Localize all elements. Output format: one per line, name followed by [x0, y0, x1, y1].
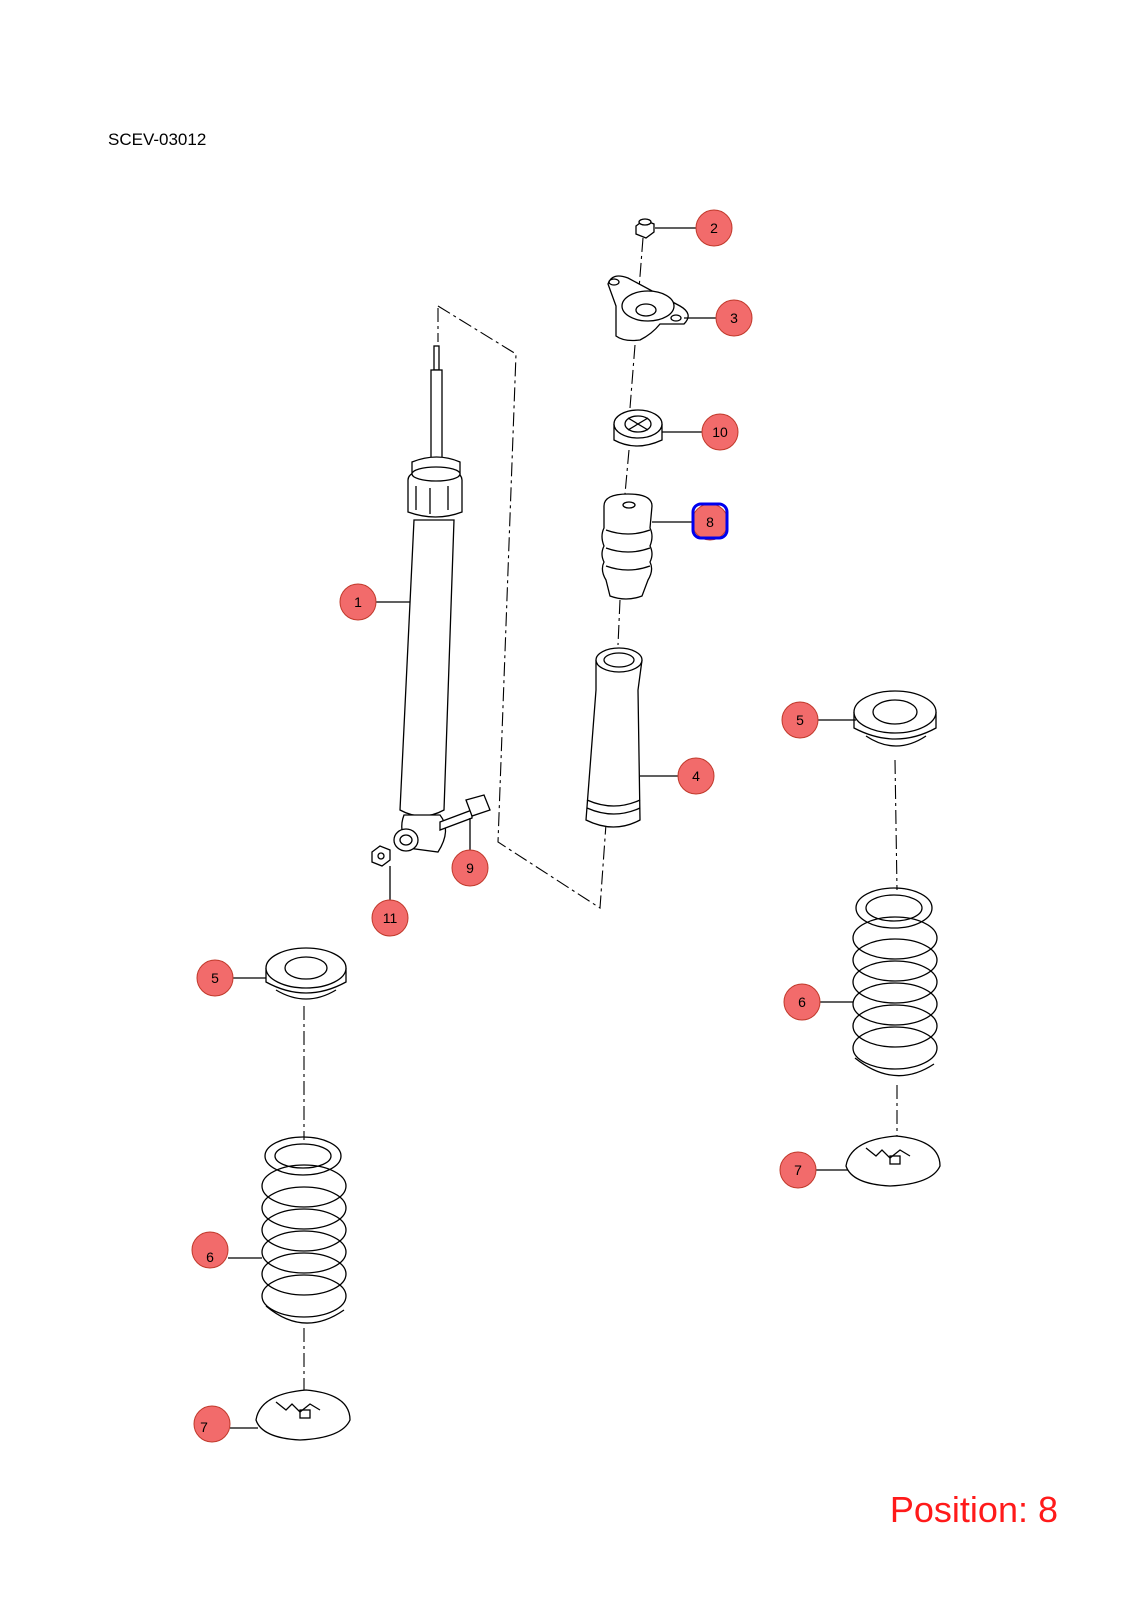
callout-7-right[interactable]: 7: [779, 1151, 848, 1189]
callout-10-label: 10: [712, 424, 728, 440]
callout-5-right-label: 5: [796, 712, 804, 728]
callout-11-label: 11: [383, 910, 398, 926]
bushing: [613, 409, 663, 447]
coil-spring-left: [261, 1136, 347, 1324]
diagram-id: SCEV-03012: [108, 130, 207, 149]
callout-7-left-label: 7: [200, 1419, 208, 1435]
callout-4[interactable]: 4: [640, 757, 715, 795]
callout-9-label: 9: [466, 860, 474, 876]
callout-1-label: 1: [354, 594, 362, 610]
callout-5-right[interactable]: 5: [781, 701, 856, 739]
spring-seat-upper-right: [853, 690, 937, 747]
callout-5-left[interactable]: 5: [196, 959, 266, 997]
callout-5-left-label: 5: [211, 970, 219, 986]
bump-stop: [601, 493, 653, 600]
callout-2[interactable]: 2: [655, 209, 733, 247]
assembly-guide-lines: [303, 237, 898, 1395]
callout-8-selected[interactable]: 8: [652, 502, 729, 541]
callout-6-left[interactable]: 6: [191, 1231, 262, 1269]
callout-6-right-label: 6: [798, 994, 806, 1010]
spring-seat-lower-left: [255, 1389, 351, 1441]
callout-4-label: 4: [692, 768, 700, 784]
spring-seat-upper-left: [265, 947, 347, 1000]
bolt: [439, 794, 491, 831]
coil-spring-right: [852, 887, 938, 1077]
callout-6-left-label: 6: [206, 1249, 214, 1265]
shock-absorber: [393, 345, 463, 853]
callout-2-label: 2: [710, 220, 718, 236]
callout-1[interactable]: 1: [339, 583, 410, 621]
callout-3-label: 3: [730, 310, 738, 326]
position-readout: Position: 8: [889, 1489, 1058, 1530]
dust-boot: [585, 647, 643, 828]
spring-seat-lower-right: [845, 1135, 941, 1187]
callout-9[interactable]: 9: [451, 818, 489, 887]
callout-6-right[interactable]: 6: [783, 983, 853, 1021]
selected-highlight: [691, 502, 729, 540]
callout-7-left[interactable]: 7: [193, 1405, 258, 1443]
top-mount: [607, 275, 689, 342]
lower-nut: [371, 845, 391, 867]
callout-7-right-label: 7: [794, 1162, 802, 1178]
callout-3[interactable]: 3: [684, 299, 753, 337]
callout-11[interactable]: 11: [371, 866, 409, 937]
top-nut: [635, 218, 655, 239]
callout-8-label: 8: [706, 514, 714, 530]
callout-10[interactable]: 10: [662, 413, 739, 451]
